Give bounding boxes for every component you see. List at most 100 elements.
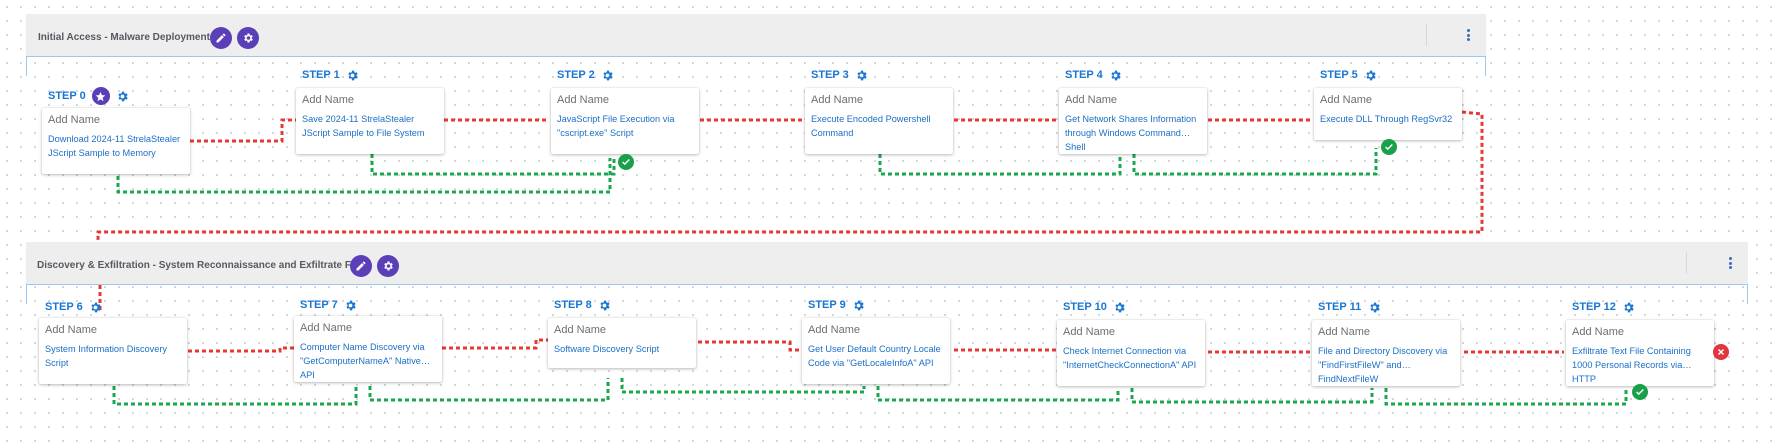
step-label-4: STEP 4 — [1065, 68, 1123, 82]
step-number: STEP 12 — [1572, 301, 1616, 313]
success-step1-step2 — [370, 154, 616, 176]
group-discovery-header: Discovery & Exfiltration - System Reconn… — [26, 242, 1748, 285]
gear-icon[interactable] — [1367, 300, 1381, 314]
gear-icon[interactable] — [1622, 300, 1636, 314]
step-card-7[interactable]: Add Name Computer Name Discovery via "Ge… — [294, 316, 442, 382]
step-name[interactable]: Add Name — [1063, 326, 1115, 338]
gear-icon[interactable] — [116, 89, 130, 103]
step-card-6[interactable]: Add Name System Information Discovery Sc… — [39, 318, 187, 384]
success-badge — [1632, 384, 1648, 400]
step-name[interactable]: Add Name — [302, 94, 354, 106]
more-vertical-icon[interactable] — [1462, 27, 1474, 43]
step-label-7: STEP 7 — [300, 298, 358, 312]
step-number: STEP 9 — [808, 299, 846, 311]
step-name[interactable]: Add Name — [48, 114, 100, 126]
step-number: STEP 0 — [48, 90, 86, 102]
group-settings-button[interactable] — [237, 27, 259, 49]
header-separator — [1686, 252, 1687, 274]
step-description[interactable]: Get User Default Country Locale Code via… — [808, 344, 941, 368]
gear-icon[interactable] — [855, 68, 869, 82]
step-name[interactable]: Add Name — [1318, 326, 1370, 338]
step-description[interactable]: System Information Discovery Script — [45, 344, 168, 368]
step-label-0: STEP 0 — [48, 87, 130, 105]
step-name[interactable]: Add Name — [808, 324, 860, 336]
gear-icon[interactable] — [598, 298, 612, 312]
step-description[interactable]: Execute DLL Through RegSvr32 — [1320, 114, 1453, 124]
step-number: STEP 7 — [300, 299, 338, 311]
step-card-2[interactable]: Add Name JavaScript File Execution via "… — [551, 88, 699, 154]
success-step9-step10 — [876, 386, 1120, 402]
step-name[interactable]: Add Name — [45, 324, 97, 336]
success-step0-step2 — [116, 158, 612, 194]
step-label-11: STEP 11 — [1318, 300, 1381, 314]
step-name[interactable]: Add Name — [557, 94, 609, 106]
step-label-10: STEP 10 — [1063, 300, 1127, 314]
step-label-2: STEP 2 — [557, 68, 615, 82]
step-name[interactable]: Add Name — [300, 322, 352, 334]
step-description[interactable]: Check Internet Connection via "InternetC… — [1063, 346, 1197, 370]
step-description[interactable]: JavaScript File Execution via "cscript.e… — [557, 114, 675, 138]
step-description[interactable]: Computer Name Discovery via "GetComputer… — [300, 342, 425, 380]
success-step3-step4 — [878, 154, 1122, 176]
check-icon — [1636, 388, 1644, 396]
link-step6-step7 — [188, 346, 294, 353]
step-card-0[interactable]: Add Name Download 2024-11 StrelaStealer … — [42, 108, 190, 174]
step-description[interactable]: Get Network Shares Information through W… — [1065, 114, 1197, 152]
group-settings-button[interactable] — [377, 255, 399, 277]
gear-icon[interactable] — [852, 298, 866, 312]
gear-icon[interactable] — [1109, 68, 1123, 82]
step-card-5[interactable]: Add Name Execute DLL Through RegSvr32 — [1314, 88, 1462, 140]
step-description[interactable]: Execute Encoded Powershell Command — [811, 114, 931, 138]
gear-icon[interactable] — [1113, 300, 1127, 314]
more-vertical-icon[interactable] — [1724, 255, 1736, 271]
step-name[interactable]: Add Name — [1065, 94, 1117, 106]
step-label-6: STEP 6 — [45, 300, 103, 314]
edit-group-button[interactable] — [350, 255, 372, 277]
pencil-icon — [356, 261, 366, 271]
step-number: STEP 8 — [554, 299, 592, 311]
step-label-9: STEP 9 — [808, 298, 866, 312]
success-badge — [618, 154, 634, 170]
step-number: STEP 6 — [45, 301, 83, 313]
success-badge — [1381, 139, 1397, 155]
gear-icon[interactable] — [1364, 68, 1378, 82]
gear-icon[interactable] — [346, 68, 360, 82]
step-number: STEP 11 — [1318, 301, 1362, 313]
step-number: STEP 2 — [557, 69, 595, 81]
step-card-8[interactable]: Add Name Software Discovery Script — [548, 318, 696, 368]
step-description[interactable]: File and Directory Discovery via "FindFi… — [1318, 346, 1448, 384]
gear-icon[interactable] — [601, 68, 615, 82]
step-description[interactable]: Exfiltrate Text File Containing 1000 Per… — [1572, 346, 1691, 384]
success-step10-step11 — [1130, 388, 1374, 404]
step-name[interactable]: Add Name — [811, 94, 863, 106]
step-name[interactable]: Add Name — [1320, 94, 1372, 106]
step-description[interactable]: Software Discovery Script — [554, 344, 660, 354]
gear-icon[interactable] — [89, 300, 103, 314]
gear-icon[interactable] — [344, 298, 358, 312]
step-label-8: STEP 8 — [554, 298, 612, 312]
step-number: STEP 5 — [1320, 69, 1358, 81]
edit-group-button[interactable] — [210, 27, 232, 49]
gear-icon — [384, 261, 393, 271]
step-description[interactable]: Save 2024-11 StrelaStealer JScript Sampl… — [302, 114, 425, 138]
step-label-1: STEP 1 — [302, 68, 360, 82]
step-name[interactable]: Add Name — [554, 324, 606, 336]
close-icon — [1717, 348, 1725, 356]
step-card-9[interactable]: Add Name Get User Default Country Locale… — [802, 318, 950, 384]
link-step8-step9 — [698, 340, 802, 352]
step-label-12: STEP 12 — [1572, 300, 1636, 314]
step-number: STEP 4 — [1065, 69, 1103, 81]
success-step11-step12 — [1384, 388, 1628, 406]
step-label-3: STEP 3 — [811, 68, 869, 82]
success-step6-step7 — [112, 386, 358, 406]
step-card-12[interactable]: Add Name Exfiltrate Text File Containing… — [1566, 320, 1714, 386]
step-card-10[interactable]: Add Name Check Internet Connection via "… — [1057, 320, 1205, 386]
step-card-11[interactable]: Add Name File and Directory Discovery vi… — [1312, 320, 1460, 386]
step-card-1[interactable]: Add Name Save 2024-11 StrelaStealer JScr… — [296, 88, 444, 154]
step-card-4[interactable]: Add Name Get Network Shares Information … — [1059, 88, 1207, 154]
step-description[interactable]: Download 2024-11 StrelaStealer JScript S… — [48, 134, 181, 158]
step-card-3[interactable]: Add Name Execute Encoded Powershell Comm… — [805, 88, 953, 154]
star-icon[interactable] — [91, 87, 110, 105]
step-name[interactable]: Add Name — [1572, 326, 1624, 338]
step-label-5: STEP 5 — [1320, 68, 1378, 82]
